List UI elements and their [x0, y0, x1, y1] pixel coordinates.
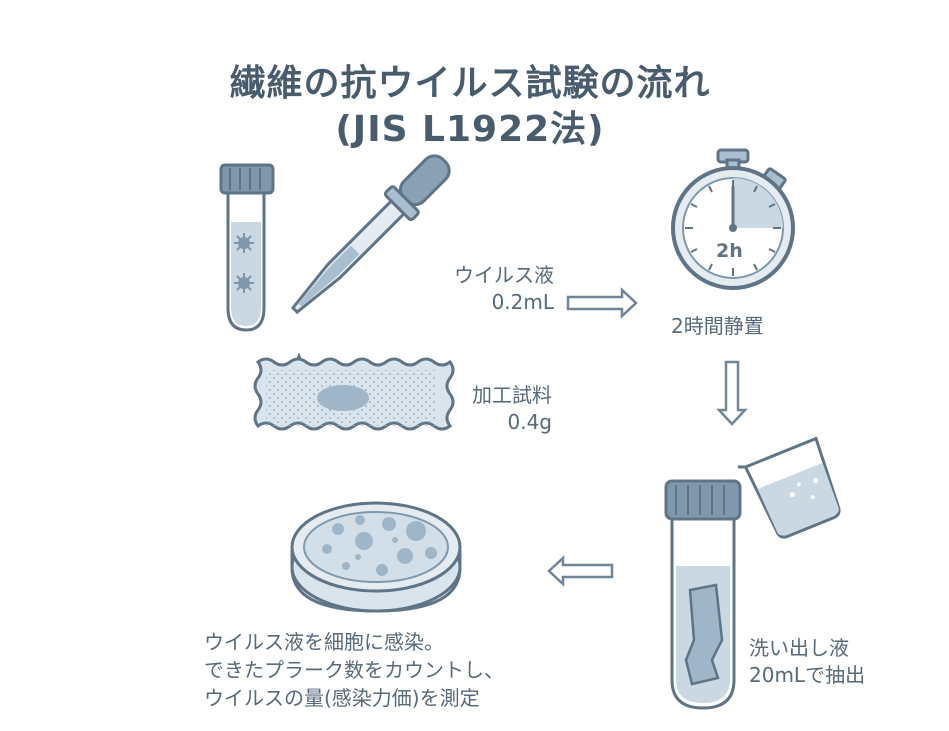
extraction-name: 洗い出し液 — [749, 636, 849, 660]
title-line-1: 繊維の抗ウイルス試験の流れ — [229, 63, 711, 104]
plaque-assay-line-2: できたプラーク数をカウントし、 — [204, 658, 504, 682]
virus-solution-volume: 0.2mL — [491, 290, 554, 314]
timer-text: 2h — [716, 240, 743, 262]
arrow-right-icon — [566, 287, 638, 319]
plaque-assay-line-3: ウイルスの量(感染力価)を測定 — [204, 686, 480, 710]
extraction-label: 洗い出し液 20mLで抽出 — [749, 635, 865, 689]
sample-name: 加工試料 — [472, 383, 552, 407]
extraction-volume: 20mLで抽出 — [749, 663, 866, 687]
test-tube-icon — [219, 163, 275, 332]
plaque-assay-label: ウイルス液を細胞に感染。 できたプラーク数をカウントし、 ウイルスの量(感染力価… — [204, 628, 504, 712]
beaker-icon — [737, 436, 841, 539]
incubation-label: 2時間静置 — [671, 314, 764, 338]
virus-solution-label: ウイルス液 0.2mL — [420, 262, 554, 316]
sample-weight: 0.4g — [507, 410, 552, 434]
fabric-sample-icon — [253, 357, 455, 431]
title-line-2: (JIS L1922法) — [335, 109, 605, 150]
virus-icon — [234, 273, 254, 293]
arrow-down-icon — [716, 360, 748, 426]
stopwatch-icon — [671, 148, 795, 290]
petri-dish-icon — [290, 501, 462, 613]
plaque-assay-line-1: ウイルス液を細胞に感染。 — [204, 630, 444, 654]
virus-solution-name: ウイルス液 — [454, 263, 554, 287]
virus-icon — [234, 233, 254, 253]
arrow-left-icon — [547, 555, 614, 587]
dropper-icon — [290, 154, 451, 390]
extraction-tube-icon — [664, 479, 742, 710]
sample-label: 加工試料 0.4g — [440, 382, 552, 436]
